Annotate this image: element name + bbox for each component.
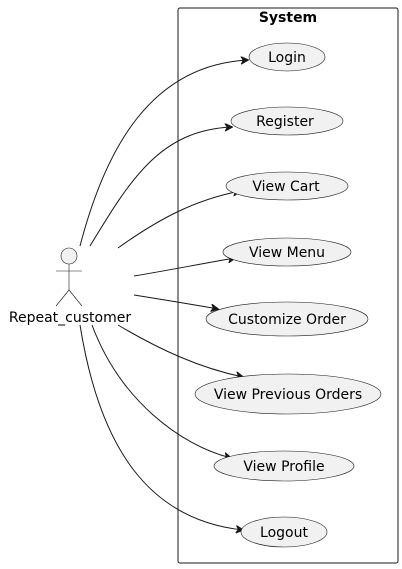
- use-cases: Login Register View Cart View Menu Custo…: [194, 42, 382, 548]
- association-register[interactable]: [89, 127, 232, 247]
- use-case-view-menu[interactable]: View Menu: [222, 237, 352, 267]
- use-case-label-view-profile: View Profile: [243, 459, 324, 475]
- use-case-label-view-menu: View Menu: [249, 245, 325, 261]
- use-case-label-customize-order: Customize Order: [228, 312, 346, 328]
- association-view-menu[interactable]: [133, 258, 235, 277]
- association-customize-order[interactable]: [133, 294, 218, 309]
- use-case-label-login: Login: [268, 50, 306, 66]
- association-view-cart[interactable]: [117, 191, 240, 249]
- actor-label: Repeat_customer: [9, 310, 131, 326]
- system-boundary-box: [177, 7, 399, 564]
- use-case-label-logout: Logout: [260, 525, 308, 541]
- use-case-label-view-previous-orders: View Previous Orders: [214, 387, 362, 403]
- use-case-customize-order[interactable]: Customize Order: [205, 301, 369, 337]
- associations: [79, 60, 248, 530]
- association-view-profile[interactable]: [91, 324, 231, 458]
- use-case-label-register: Register: [256, 114, 314, 130]
- actor-repeat-customer[interactable]: Repeat_customer: [9, 247, 131, 326]
- use-case-register[interactable]: Register: [230, 106, 344, 136]
- actor-right-leg: [68, 289, 83, 307]
- association-view-previous-orders[interactable]: [117, 324, 243, 377]
- actor-left-leg: [55, 289, 70, 307]
- system-boundary: System: [177, 7, 399, 564]
- system-title: System: [259, 10, 317, 26]
- use-case-view-previous-orders[interactable]: View Previous Orders: [194, 373, 382, 415]
- use-case-view-cart[interactable]: View Cart: [225, 171, 349, 201]
- use-case-logout[interactable]: Logout: [240, 516, 328, 548]
- association-login[interactable]: [79, 60, 248, 247]
- use-case-label-view-cart: View Cart: [252, 179, 320, 195]
- use-case-login[interactable]: Login: [248, 42, 326, 72]
- association-logout[interactable]: [79, 324, 243, 530]
- use-case-view-profile[interactable]: View Profile: [213, 450, 355, 482]
- actor-head: [60, 247, 78, 265]
